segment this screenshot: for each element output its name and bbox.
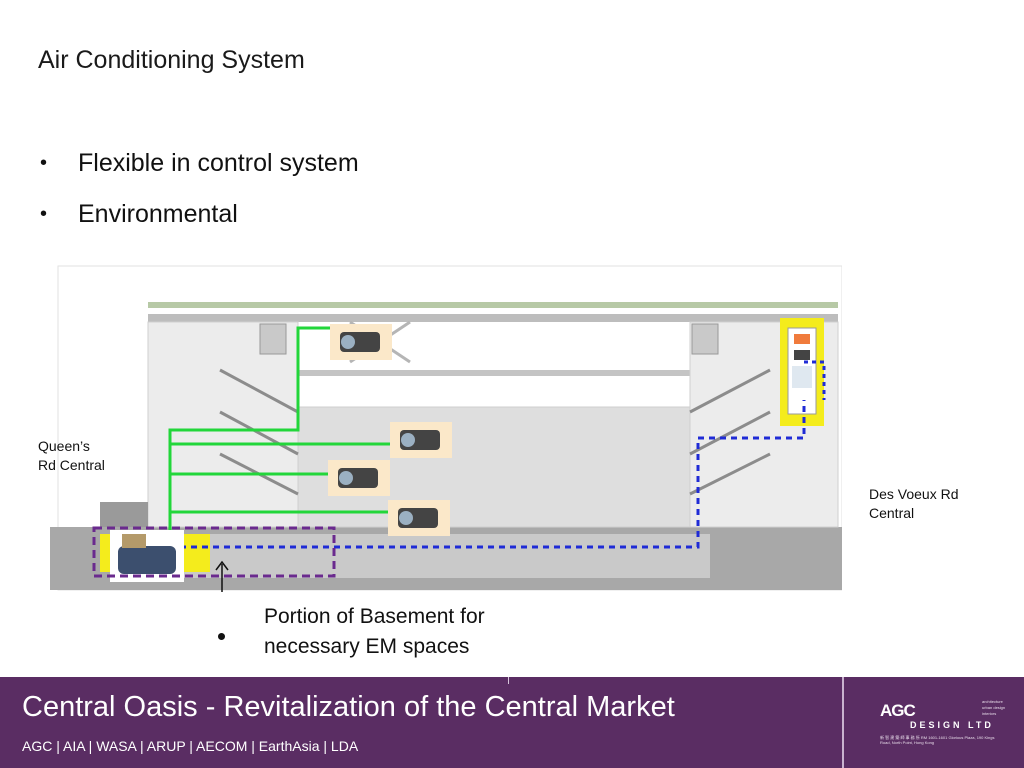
chiller-unit <box>110 530 184 582</box>
bullet-icon: • <box>40 152 48 174</box>
fan-coil-unit <box>388 500 450 536</box>
mep-room <box>100 502 148 527</box>
bullet-item: • Flexible in control system <box>40 146 359 197</box>
fan-coil-unit <box>328 460 390 496</box>
logo-small-text: 新 智 建 築 師 事 務 所 RM 1601-1601 Glorious Pl… <box>880 735 995 745</box>
footer-title: Central Oasis - Revitalization of the Ce… <box>22 691 675 723</box>
footer-bar: Central Oasis - Revitalization of the Ce… <box>0 677 1024 768</box>
logo-main: AGC <box>880 701 916 720</box>
return-pipe-network <box>180 400 806 549</box>
bullet-text: Flexible in control system <box>78 149 359 177</box>
bullet-list: • Flexible in control system • Environment… <box>40 146 359 248</box>
basement-em-outline <box>92 526 336 578</box>
cooling-tower-right <box>691 323 719 355</box>
cooling-tower-left <box>259 323 287 355</box>
bullet-icon: • <box>40 203 48 225</box>
basement-note: Portion of Basement for necessary EM spa… <box>264 605 485 658</box>
footer-divider <box>842 677 844 768</box>
bullet-text: Environmental <box>78 200 238 228</box>
footer-partners: AGC | AIA | WASA | ARUP | AECOM | EarthA… <box>22 738 359 754</box>
basement-callout-arrow <box>215 560 229 592</box>
supply-pipe-network <box>168 326 390 530</box>
fan-coil-unit <box>330 324 392 360</box>
label-queens-rd-central: Queen’s Rd Central <box>38 438 105 473</box>
building-section-diagram <box>50 265 842 592</box>
footer-tick <box>508 677 509 684</box>
logo-design: DESIGN LTD <box>910 720 994 730</box>
callout-dot <box>218 633 225 640</box>
slide-title: Air Conditioning System <box>38 46 305 74</box>
label-des-voeux-rd-central: Des Voeux Rd Central <box>869 486 959 521</box>
fan-coil-unit <box>390 422 452 458</box>
agc-logo: AGC DESIGN LTD architecture urban design… <box>876 694 1006 754</box>
bullet-item: • Environmental <box>40 197 359 248</box>
logo-tagline: architecture urban design interiors <box>982 699 1006 716</box>
